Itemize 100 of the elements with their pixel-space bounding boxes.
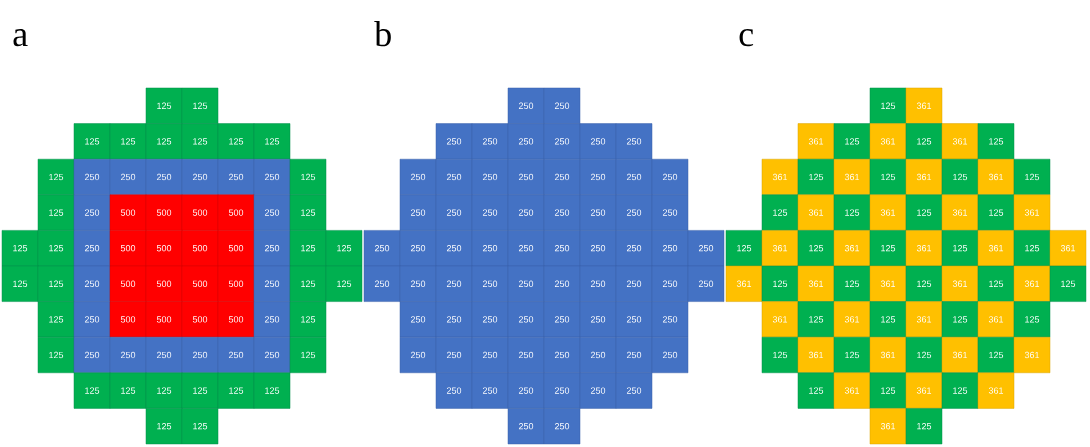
- grid-cell: 250: [253, 230, 291, 267]
- grid-cell: 250: [507, 336, 545, 374]
- grid-cell: 250: [579, 194, 617, 231]
- grid-cell: 250: [543, 408, 581, 445]
- grid-cell: 250: [253, 194, 291, 231]
- grid-cell: 125: [977, 194, 1015, 231]
- grid-cell: 250: [471, 123, 509, 160]
- grid-cell: 250: [615, 194, 653, 231]
- grid-cell: 250: [651, 301, 689, 338]
- grid-cell: 250: [507, 372, 545, 409]
- grid-cell: 125: [1013, 301, 1051, 338]
- grid-cell: 250: [579, 265, 617, 302]
- grid-cell: 361: [833, 372, 871, 409]
- grid-cell: 250: [471, 158, 509, 196]
- grid-cell: 250: [543, 194, 581, 231]
- grid-cell: 250: [399, 158, 437, 196]
- grid-cell: 250: [73, 194, 111, 231]
- grid-cell: 361: [905, 372, 943, 409]
- grid-cell: 500: [145, 265, 183, 302]
- grid-cell: 500: [145, 194, 183, 231]
- grid-cell: 250: [73, 265, 111, 302]
- grid-cell: 125: [181, 123, 219, 160]
- grid-cell: 125: [941, 301, 979, 338]
- grid-cell: 250: [253, 301, 291, 338]
- grid-cell: 250: [435, 230, 473, 267]
- grid-cell: 125: [253, 123, 291, 160]
- grid-cell: 125: [37, 158, 75, 196]
- grid-cell: 250: [181, 336, 219, 374]
- grid-cell: 125: [869, 87, 907, 124]
- grid-cell: 250: [615, 265, 653, 302]
- grid-cell: 250: [435, 336, 473, 374]
- panel-label: b: [374, 21, 391, 47]
- grid-cell: 125: [289, 301, 327, 338]
- grid-cell: 361: [797, 194, 835, 231]
- grid-cell: 361: [977, 301, 1015, 338]
- grid-cell: 125: [37, 265, 75, 302]
- grid-cell: 125: [977, 265, 1015, 302]
- grid-cell: 125: [833, 194, 871, 231]
- grid-cell: 125: [37, 301, 75, 338]
- grid-cell: 125: [833, 265, 871, 302]
- grid-cell: 125: [1049, 265, 1087, 302]
- grid-cell: 250: [399, 301, 437, 338]
- grid-cell: 125: [181, 408, 219, 445]
- grid-cell: 250: [253, 158, 291, 196]
- grid-cell: 125: [325, 265, 363, 302]
- grid-cell: 500: [181, 301, 219, 338]
- grid-cell: 361: [977, 158, 1015, 196]
- grid-cell: 361: [941, 265, 979, 302]
- grid-cell: 250: [471, 301, 509, 338]
- grid-cell: 250: [507, 301, 545, 338]
- grid-cell: 500: [181, 194, 219, 231]
- grid-cell: 125: [325, 230, 363, 267]
- grid-cell: 361: [725, 265, 763, 302]
- grid-cell: 125: [905, 336, 943, 374]
- grid-cell: 125: [289, 158, 327, 196]
- grid-cell: 500: [109, 301, 147, 338]
- grid-cell: 125: [977, 336, 1015, 374]
- grid-cell: 125: [869, 230, 907, 267]
- grid-cell: 125: [869, 158, 907, 196]
- grid-cell: 125: [37, 230, 75, 267]
- grid-cell: 250: [651, 230, 689, 267]
- grid-cell: 250: [399, 336, 437, 374]
- grid-cell: 125: [941, 158, 979, 196]
- grid-cell: 250: [615, 230, 653, 267]
- grid-cell: 125: [905, 194, 943, 231]
- grid-cell: 361: [941, 194, 979, 231]
- grid-cell: 250: [687, 230, 725, 267]
- grid-cell: 361: [977, 230, 1015, 267]
- grid-cell: 125: [977, 123, 1015, 160]
- grid-cell: 500: [145, 301, 183, 338]
- grid-cell: 125: [905, 123, 943, 160]
- grid-cell: 250: [109, 158, 147, 196]
- grid-cell: 361: [869, 408, 907, 445]
- grid-cell: 250: [399, 230, 437, 267]
- grid-cell: 361: [941, 123, 979, 160]
- grid-cell: 250: [651, 158, 689, 196]
- grid-cell: 250: [145, 158, 183, 196]
- grid-cell: 250: [435, 372, 473, 409]
- grid-cell: 500: [217, 194, 255, 231]
- grid-cell: 250: [73, 336, 111, 374]
- grid-cell: 250: [399, 194, 437, 231]
- grid-cell: 250: [507, 194, 545, 231]
- grid-cell: 125: [289, 265, 327, 302]
- grid-cell: 125: [833, 123, 871, 160]
- grid-cell: 500: [217, 230, 255, 267]
- grid-cell: 250: [615, 301, 653, 338]
- grid-cell: 125: [73, 123, 111, 160]
- grid-cell: 250: [543, 123, 581, 160]
- grid-cell: 250: [543, 265, 581, 302]
- grid-cell: 125: [289, 336, 327, 374]
- grid-cell: 361: [869, 265, 907, 302]
- grid-cell: 361: [761, 158, 799, 196]
- grid-cell: 250: [579, 123, 617, 160]
- grid-cell: 125: [145, 372, 183, 409]
- grid-cell: 250: [651, 336, 689, 374]
- grid-cell: 125: [761, 194, 799, 231]
- panel-label: a: [13, 29, 28, 47]
- grid-cell: 500: [109, 265, 147, 302]
- grid-cell: 250: [651, 194, 689, 231]
- grid-cell: 125: [797, 372, 835, 409]
